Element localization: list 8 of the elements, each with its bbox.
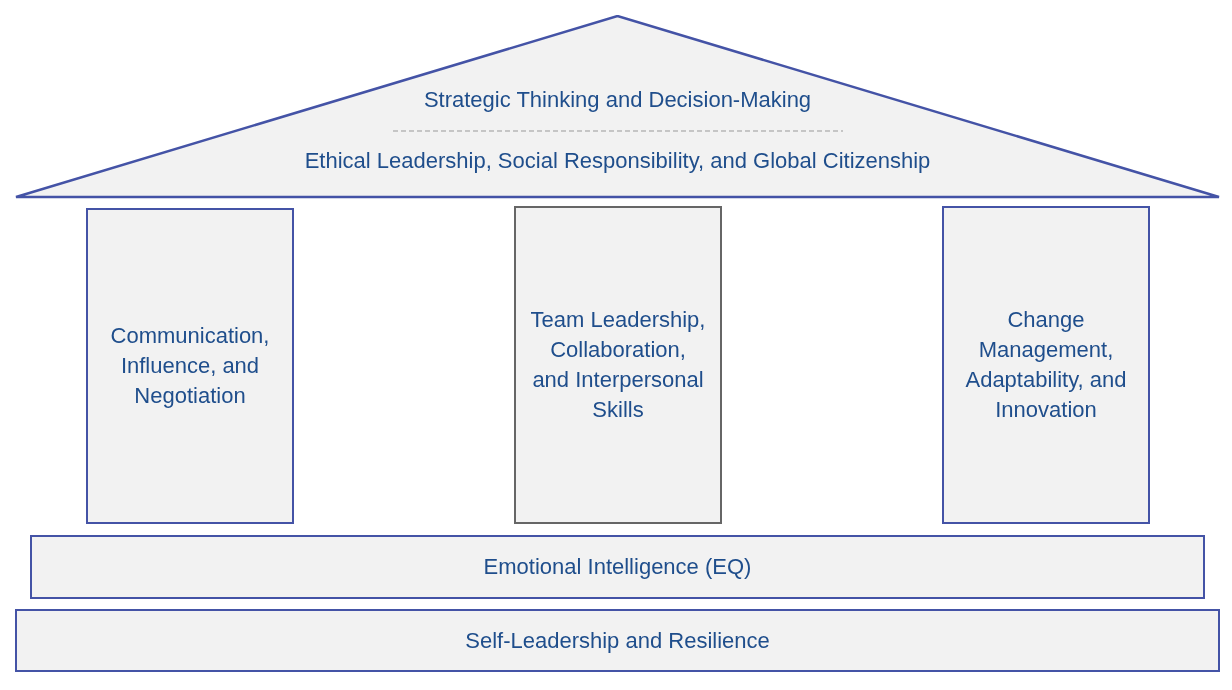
roof-triangle: [15, 15, 1220, 199]
foundation-band: Self-Leadership and Resilience: [15, 609, 1220, 672]
roof-heading: Strategic Thinking and Decision-Making: [422, 86, 813, 114]
pillar-box: Team Leadership, Collaboration, and Interpersonal Skills: [514, 206, 722, 524]
pillar-box: Change Management, Adaptability, and Innovation: [942, 206, 1150, 524]
roof-subheading: Ethical Leadership, Social Responsibility, and Global Citizenship: [303, 147, 932, 175]
foundation-band: Emotional Intelligence (EQ): [30, 535, 1205, 599]
pillar-box: Communication, Influence, and Negotiation: [86, 208, 294, 524]
